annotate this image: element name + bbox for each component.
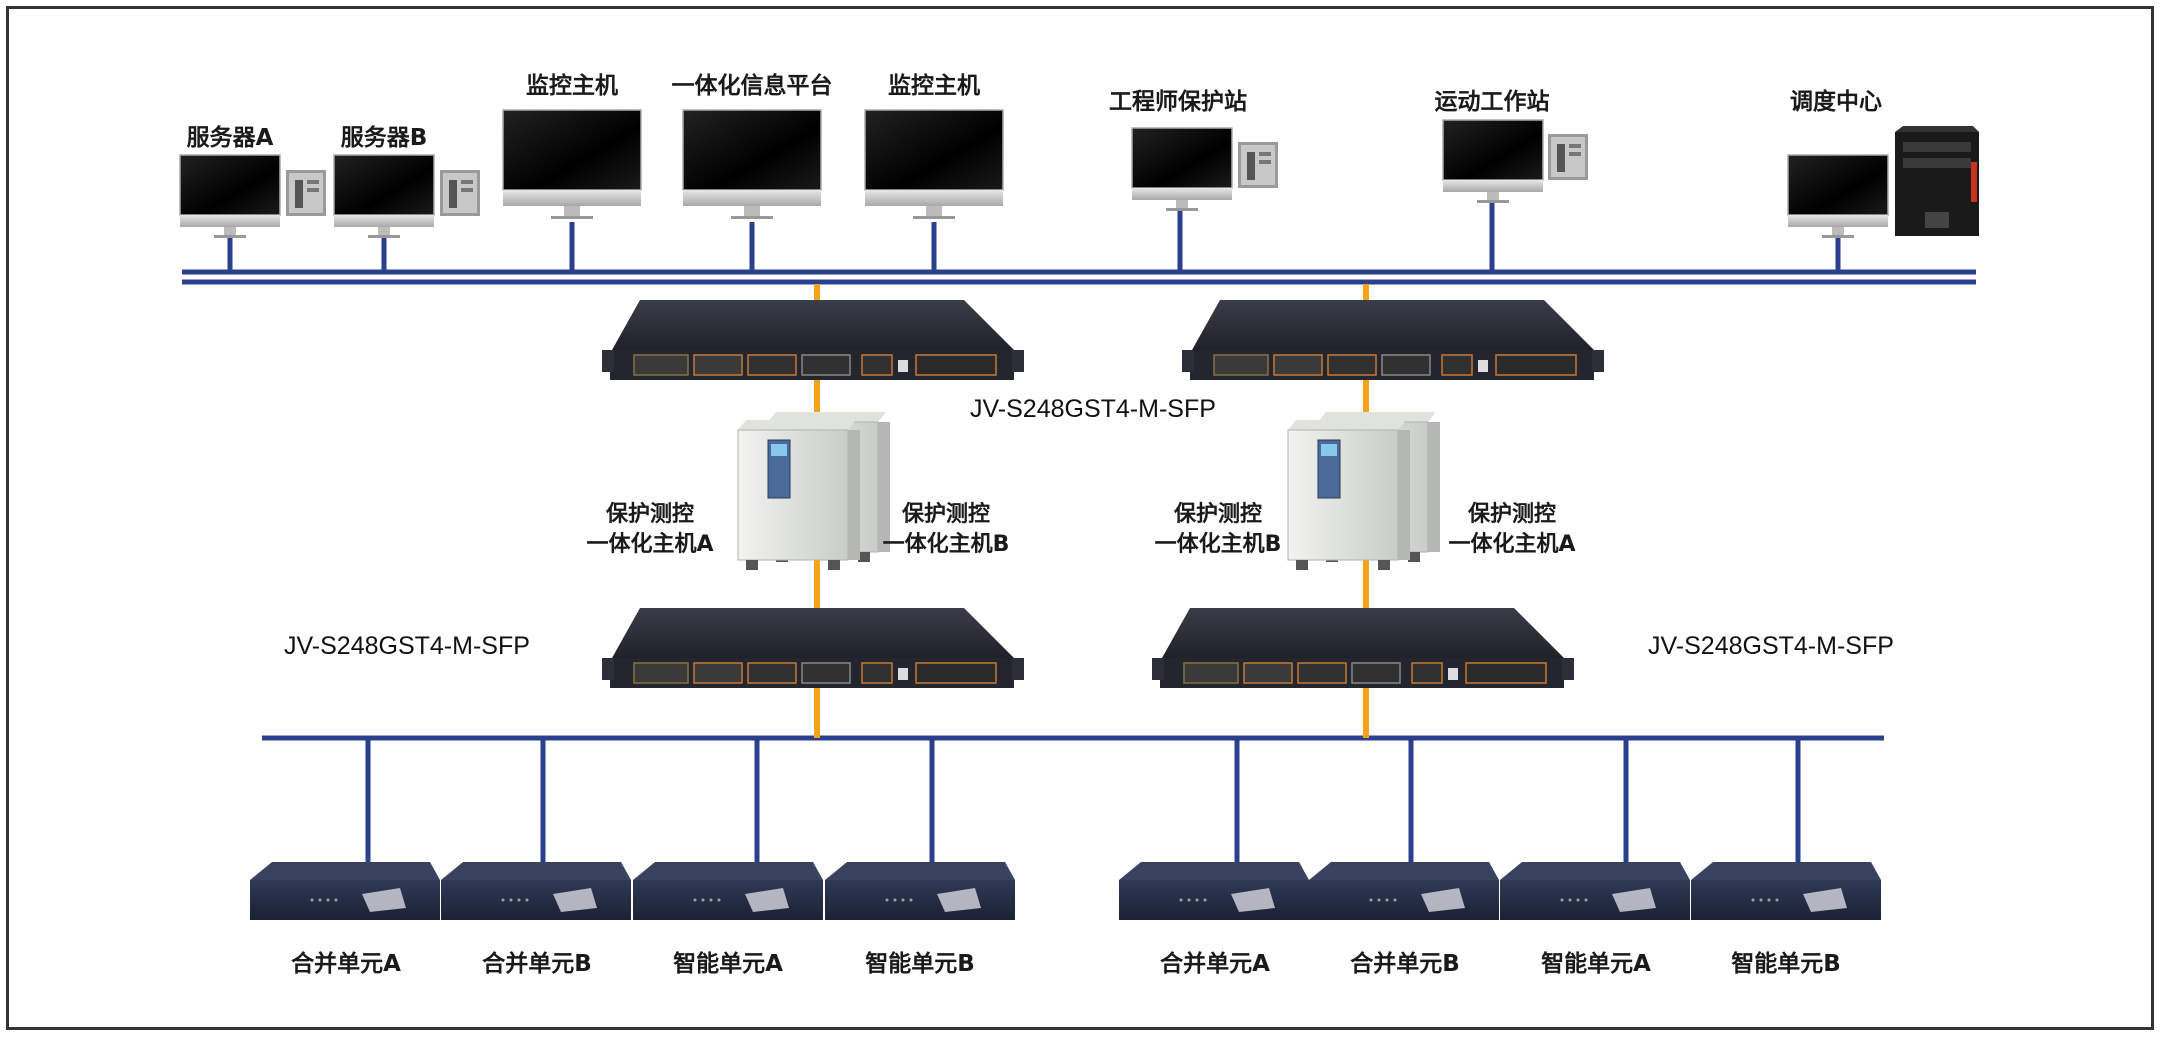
engineer-station-label: 工程师保护站 xyxy=(1109,89,1247,115)
info-platform-label: 一体化信息平台 xyxy=(671,73,833,99)
engineer-station-computer xyxy=(1131,127,1278,212)
diagram-frame xyxy=(6,6,2154,1030)
bottom-drop-lines xyxy=(365,738,1801,868)
control-unit-label-3-line2: 一体化主机B xyxy=(1154,532,1282,557)
switch-bottom-left xyxy=(601,607,1025,689)
server-a-label: 服务器A xyxy=(186,125,274,151)
server-a-computer xyxy=(179,154,326,239)
switch-model-label-top: JV-S248GST4-M-SFP xyxy=(970,395,1216,423)
monitor-host-2-label: 监控主机 xyxy=(888,73,980,99)
dispatch-center-computer xyxy=(1787,126,1979,239)
control-unit-label-4-line1: 保护测控 xyxy=(1467,502,1556,527)
operation-station-computer xyxy=(1442,119,1588,204)
control-unit-label-4: 保护测控 一体化主机A xyxy=(1448,500,1575,560)
dispatch-center-label: 调度中心 xyxy=(1790,89,1882,115)
control-unit-label-4-line2: 一体化主机A xyxy=(1448,532,1576,557)
control-unit-label-2-line2: 一体化主机B xyxy=(882,532,1010,557)
switch-model-label-left: JV-S248GST4-M-SFP xyxy=(284,632,530,660)
control-cabinet-left xyxy=(737,411,891,571)
bottom-unit-label-8: 智能单元B xyxy=(1731,951,1841,977)
operation-station-label: 运动工作站 xyxy=(1434,89,1550,115)
bottom-unit-label-2: 合并单元B xyxy=(482,951,592,977)
switch-model-label-right: JV-S248GST4-M-SFP xyxy=(1648,632,1894,660)
bottom-unit-label-6: 合并单元B xyxy=(1350,951,1460,977)
control-unit-label-3-line1: 保护测控 xyxy=(1173,502,1262,527)
bottom-unit-label-7: 智能单元A xyxy=(1541,951,1651,977)
control-unit-label-3: 保护测控 一体化主机B xyxy=(1155,500,1282,560)
switch-top-left xyxy=(601,299,1025,381)
server-b-computer xyxy=(333,154,480,239)
monitor-host-1-computer xyxy=(502,109,642,220)
top-drop-lines xyxy=(227,200,1841,272)
monitor-host-2-computer xyxy=(864,109,1004,220)
bottom-unit-label-3: 智能单元A xyxy=(673,951,783,977)
bottom-unit-label-1: 合并单元A xyxy=(291,951,401,977)
monitor-host-1-label: 监控主机 xyxy=(526,73,618,99)
control-unit-label-1-line2: 一体化主机A xyxy=(586,532,714,557)
info-platform-computer xyxy=(682,109,822,220)
server-b-label: 服务器B xyxy=(340,125,428,151)
switch-bottom-right xyxy=(1151,607,1575,689)
control-unit-label-2-line1: 保护测控 xyxy=(901,502,990,527)
control-unit-label-2: 保护测控 一体化主机B xyxy=(883,500,1010,560)
bottom-unit-label-5: 合并单元A xyxy=(1160,951,1270,977)
control-unit-label-1-line1: 保护测控 xyxy=(605,502,694,527)
unit-boxes xyxy=(250,862,1881,920)
control-unit-label-1: 保护测控 一体化主机A xyxy=(586,500,713,560)
control-cabinet-right xyxy=(1287,411,1441,571)
switch-top-right xyxy=(1181,299,1605,381)
bottom-unit-label-4: 智能单元B xyxy=(865,951,975,977)
